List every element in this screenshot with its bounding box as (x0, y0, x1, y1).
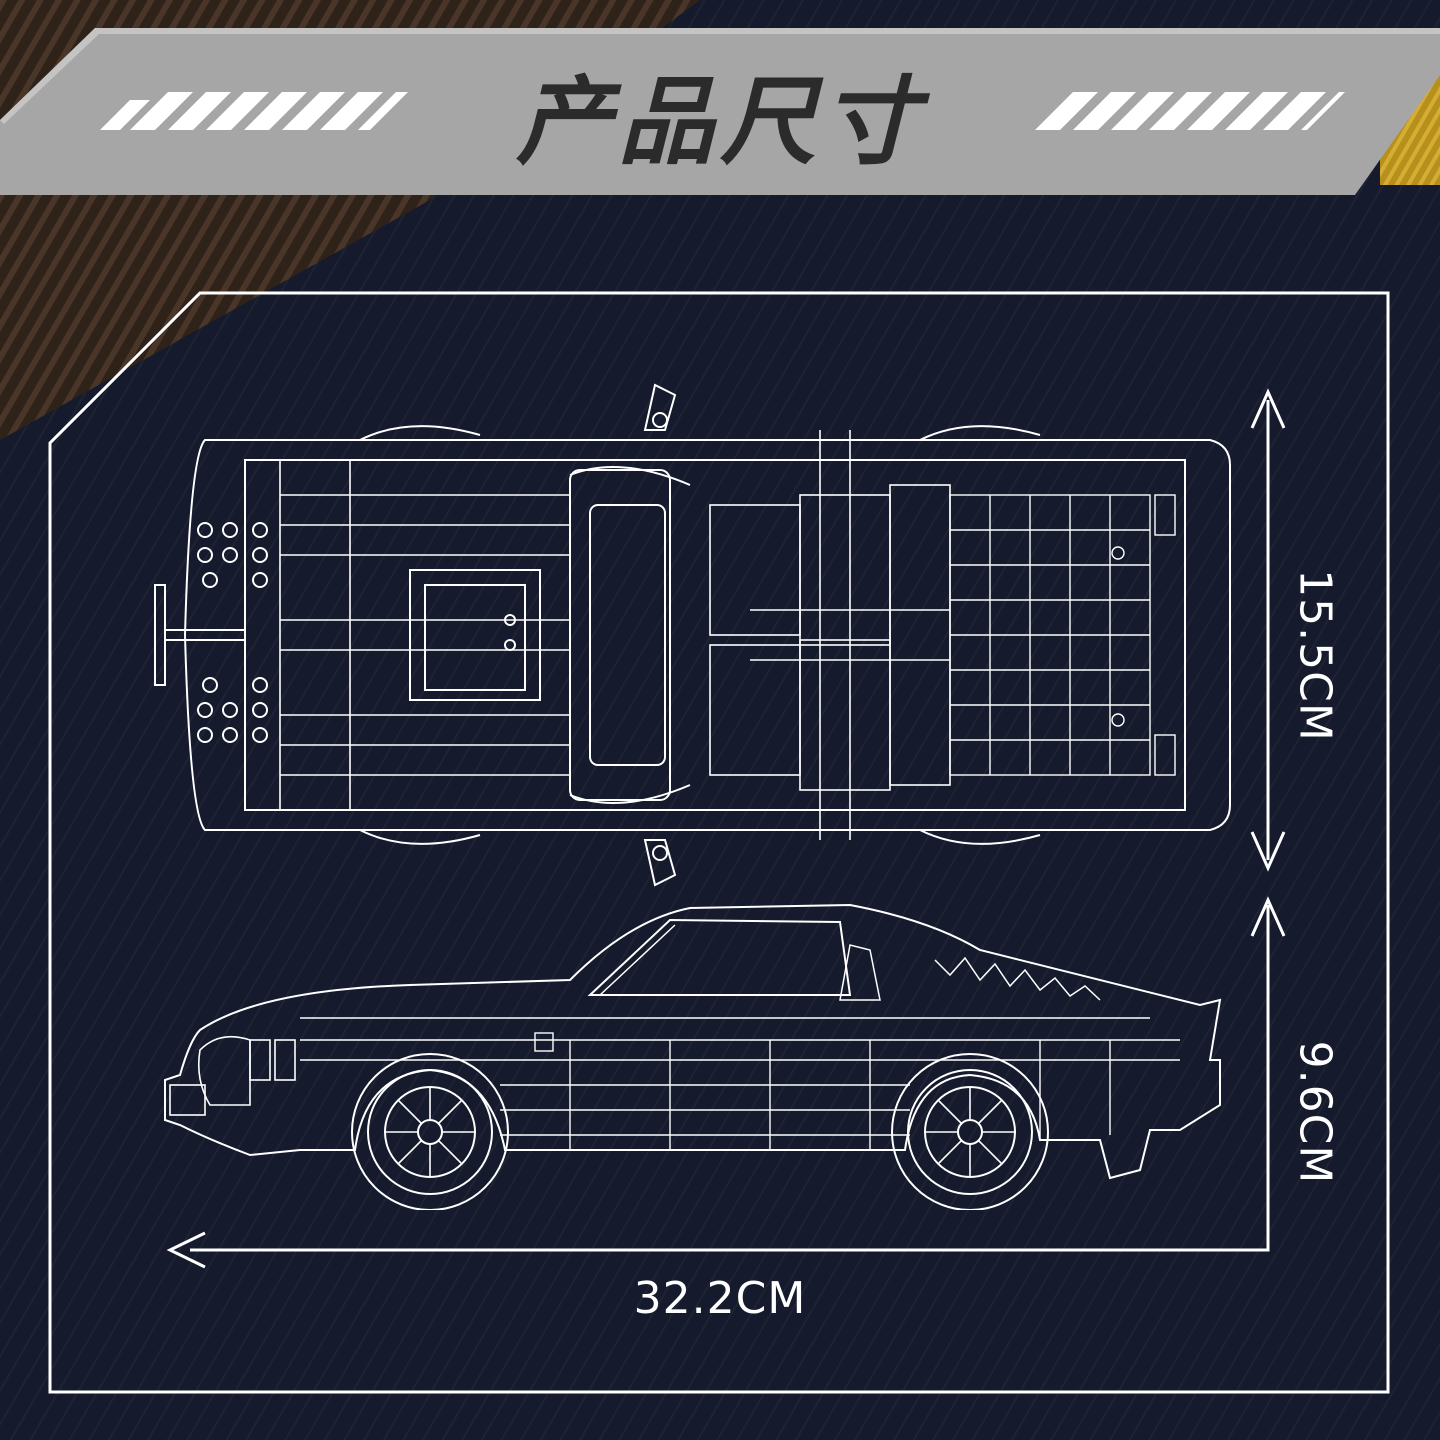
rear-wheel (891, 1053, 1049, 1210)
front-wheel (351, 1053, 509, 1210)
car-top-view (154, 383, 1231, 887)
height-dimension-label: 9.6CM (1289, 1040, 1341, 1185)
header-banner (0, 28, 1440, 195)
height-arrow (190, 896, 1286, 1252)
length-dimension-label: 32.2CM (633, 1273, 807, 1324)
width-arrow (1250, 388, 1286, 872)
right-stripes-decoration (1035, 92, 1345, 130)
frame-border (48, 291, 1390, 1394)
page-title: 产品尺寸 (516, 66, 924, 178)
car-side-view (164, 903, 1222, 1210)
width-dimension-label: 15.5CM (1289, 569, 1341, 742)
length-arrow (166, 1231, 206, 1269)
left-stripes-decoration (100, 92, 408, 130)
